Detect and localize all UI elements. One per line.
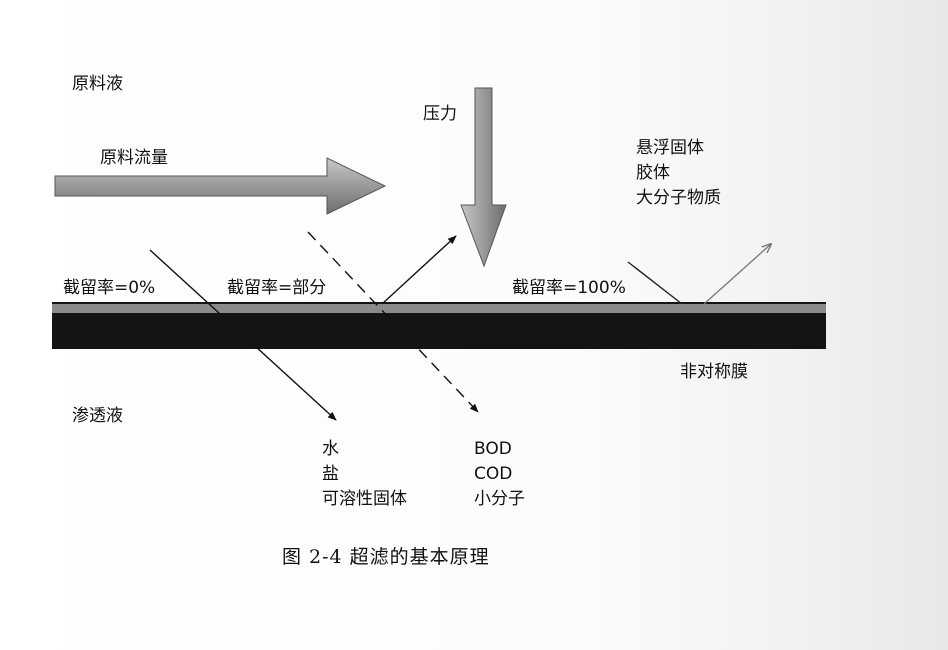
feed-liquid-label: 原料液 [72, 74, 123, 94]
pressure-label: 压力 [423, 104, 457, 124]
membrane-label: 非对称膜 [680, 362, 748, 382]
feed-flow-arrow [54, 157, 387, 215]
membrane-skin-layer [52, 304, 826, 313]
partial-reflect-arrow [381, 235, 457, 305]
pass-through-item: 可溶性固体 [322, 489, 407, 509]
feed-flow-label: 原料流量 [100, 148, 168, 168]
partial-item: COD [474, 464, 513, 484]
partial-pass-arrow [307, 231, 479, 413]
full-reject-incoming [627, 261, 683, 305]
retained-items-list: 悬浮固体 胶体 大分子物质 [636, 136, 721, 211]
retained-item: 悬浮固体 [636, 138, 704, 158]
figure-caption: 图 2-4 超滤的基本原理 [282, 546, 490, 568]
rejection-zero-label: 截留率=0% [63, 278, 156, 298]
passthrough-arrow [149, 249, 337, 421]
partial-item: BOD [474, 439, 512, 459]
partial-items-list: BOD COD 小分子 [474, 437, 525, 512]
retained-item: 大分子物质 [636, 188, 721, 208]
rejection-partial-label: 截留率=部分 [227, 278, 327, 298]
pass-through-item: 水 [322, 439, 339, 459]
rejection-full-label: 截留率=100% [512, 278, 626, 298]
permeate-label: 渗透液 [72, 406, 123, 426]
pass-through-item: 盐 [322, 464, 339, 484]
pass-through-items-list: 水 盐 可溶性固体 [322, 437, 407, 512]
retained-item: 胶体 [636, 163, 670, 183]
partial-item: 小分子 [474, 489, 525, 509]
pressure-arrow [460, 87, 507, 268]
full-reject-reflect-arrow [703, 244, 771, 305]
